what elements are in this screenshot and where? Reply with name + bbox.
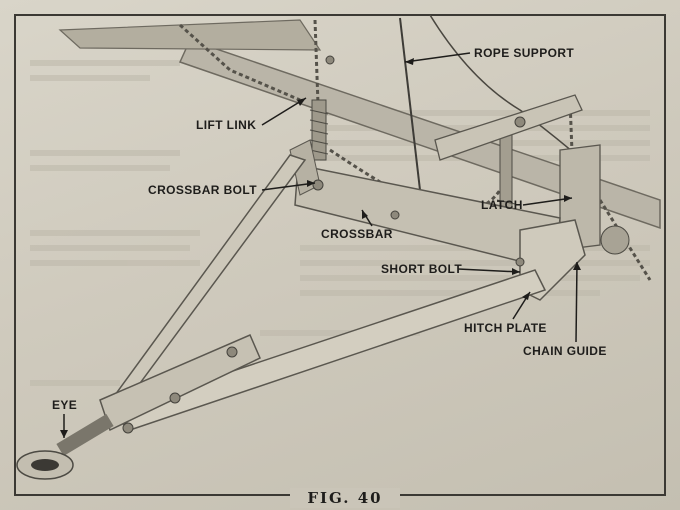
- label-eye: EYE: [52, 398, 78, 412]
- label-latch: LATCH: [481, 198, 523, 212]
- label-crossbar-bolt: CROSSBAR BOLT: [148, 183, 257, 197]
- figure-caption: FIG. 40: [290, 488, 400, 508]
- label-rope-support: ROPE SUPPORT: [474, 46, 575, 60]
- label-lift-link: LIFT LINK: [196, 118, 257, 132]
- label-chain-guide: CHAIN GUIDE: [523, 344, 607, 358]
- label-crossbar: CROSSBAR: [321, 227, 393, 241]
- label-short-bolt: SHORT BOLT: [381, 262, 463, 276]
- label-hitch-plate: HITCH PLATE: [464, 321, 547, 335]
